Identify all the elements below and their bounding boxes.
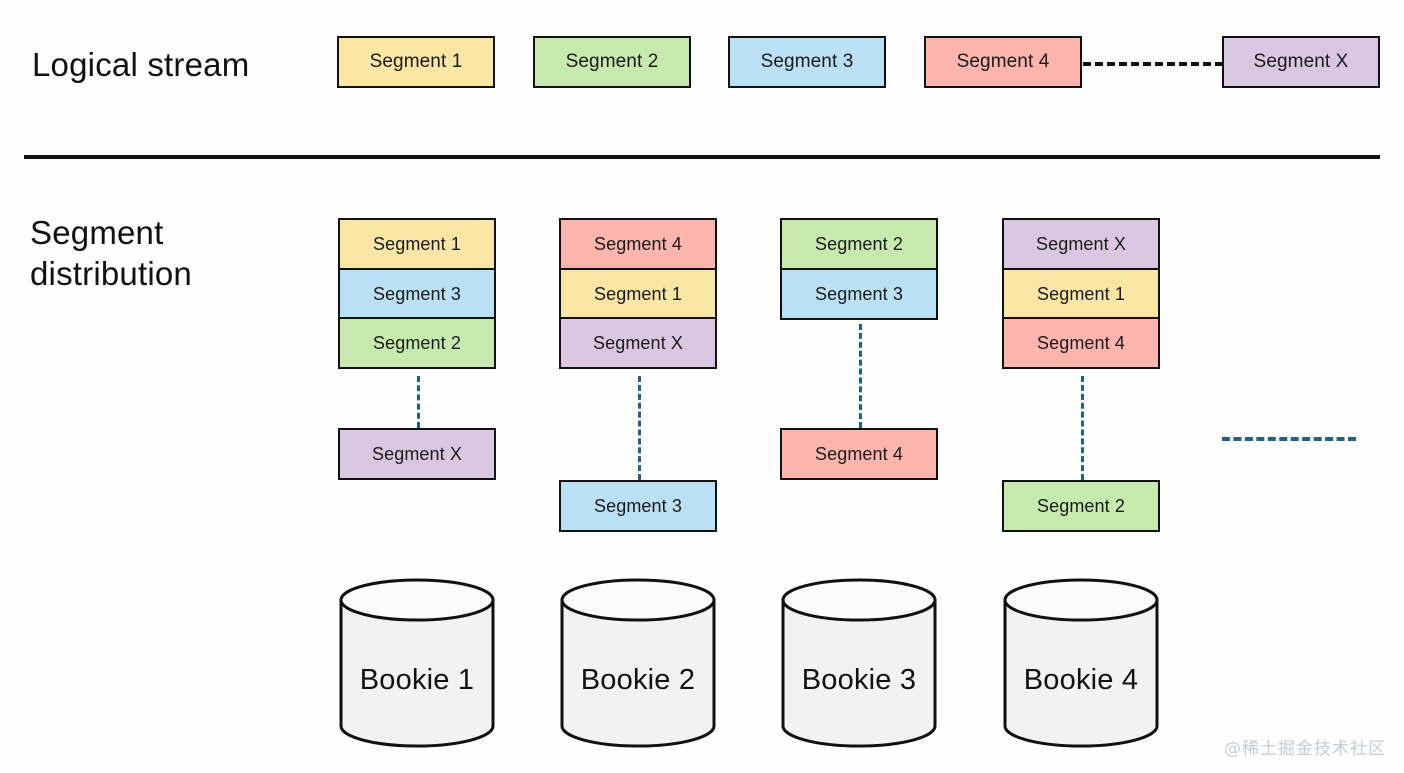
- bookie-2-label: Bookie 2: [580, 664, 696, 696]
- bookie-3-segment-stack: Segment 2 Segment 3: [780, 218, 938, 320]
- bookie-4-label: Bookie 4: [1023, 664, 1139, 696]
- bookie-3-cylinder: Bookie 3: [780, 578, 938, 748]
- bookie-4-dashed-connector: [1081, 376, 1084, 480]
- logical-segment-x: Segment X: [1222, 36, 1380, 88]
- bookie-4-cylinder: Bookie 4: [1002, 578, 1160, 748]
- bookie-2-stack-item-1: Segment 4: [559, 218, 717, 270]
- bookie-2-segment-stack: Segment 4 Segment 1 Segment X: [559, 218, 717, 369]
- bookie-1-cylinder: Bookie 1: [338, 578, 496, 748]
- bookie-1-label: Bookie 1: [359, 664, 475, 696]
- logical-segment-2: Segment 2: [533, 36, 691, 88]
- bookie-1-segment-stack: Segment 1 Segment 3 Segment 2: [338, 218, 496, 369]
- bookie-1-tail-segment: Segment X: [338, 428, 496, 480]
- logical-segment-1: Segment 1: [337, 36, 495, 88]
- bookie-4-stack-item-3: Segment 4: [1002, 317, 1160, 369]
- bookie-3-tail-segment: Segment 4: [780, 428, 938, 480]
- logical-stream-label: Logical stream: [32, 46, 250, 83]
- bookie-2-dashed-connector: [638, 376, 641, 480]
- bookie-4-tail-segment: Segment 2: [1002, 480, 1160, 532]
- bookie-4-segment-stack: Segment X Segment 1 Segment 4: [1002, 218, 1160, 369]
- bookie-1-dashed-connector: [417, 376, 420, 428]
- bookie-3-dashed-connector: [859, 324, 862, 428]
- cylinder-shape-icon: [339, 578, 495, 748]
- bookie-2-stack-item-2: Segment 1: [559, 267, 717, 320]
- logical-segment-4: Segment 4: [924, 36, 1082, 88]
- bookie-4-stack-item-1: Segment X: [1002, 218, 1160, 270]
- cylinder-shape-icon: [1003, 578, 1159, 748]
- bookie-1-stack-item-3: Segment 2: [338, 317, 496, 369]
- bookie-4-stack-item-2: Segment 1: [1002, 267, 1160, 320]
- bookie-2-cylinder: Bookie 2: [559, 578, 717, 748]
- section-divider: [24, 155, 1380, 159]
- bookie-2-tail-segment: Segment 3: [559, 480, 717, 532]
- bookie-2-stack-item-3: Segment X: [559, 317, 717, 369]
- logical-segment-3: Segment 3: [728, 36, 886, 88]
- cylinder-shape-icon: [781, 578, 937, 748]
- bookie-3-label: Bookie 3: [801, 664, 917, 696]
- logical-stream-ellipsis-dashed-line: [1083, 62, 1223, 66]
- more-bookies-dashed-line: [1222, 437, 1356, 441]
- cylinder-shape-icon: [560, 578, 716, 748]
- bookie-1-stack-item-2: Segment 3: [338, 267, 496, 320]
- bookie-1-stack-item-1: Segment 1: [338, 218, 496, 270]
- watermark: @稀土掘金技术社区: [1224, 739, 1386, 759]
- bookie-3-stack-item-2: Segment 3: [780, 267, 938, 320]
- bookie-3-stack-item-1: Segment 2: [780, 218, 938, 270]
- segment-distribution-label: Segment distribution: [30, 214, 192, 293]
